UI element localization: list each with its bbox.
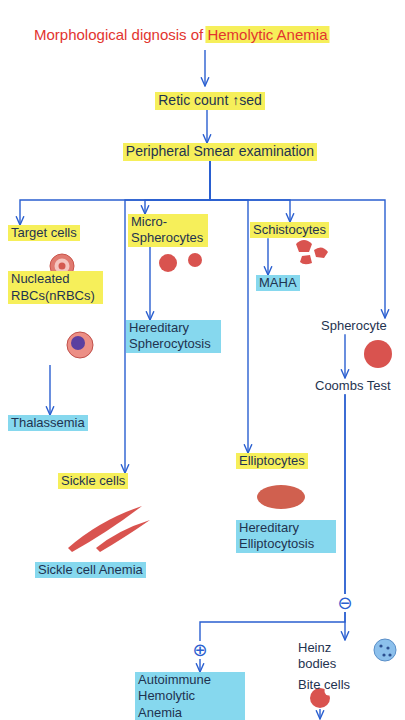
cell-type-box: Heinz bodiesBite cells — [295, 640, 375, 700]
flow-connector — [210, 161, 248, 454]
cell-type-box: Hereditary Spherocytosis — [126, 320, 221, 353]
heinz-dot — [388, 653, 391, 656]
schistocyte-fragments — [296, 240, 328, 264]
flow-connector — [267, 238, 268, 275]
diagram-title: Morphological dignosis of Hemolytic Anem… — [34, 26, 327, 43]
fragment — [296, 240, 312, 252]
node-text: Nucleated RBCs(nRBCs) — [8, 271, 103, 304]
flow-connector — [49, 365, 50, 415]
edge-label: ⊖ — [337, 594, 352, 612]
node-text: Target cells — [8, 225, 80, 241]
cell-center — [59, 263, 66, 270]
flow-connector — [149, 247, 150, 321]
node-text: Heinz bodies — [295, 640, 375, 673]
flow-connector — [200, 394, 345, 672]
microspherocyte — [188, 253, 202, 267]
cell-type-box: Autoimmune Hemolytic Anemia — [135, 672, 245, 720]
elliptocyte-cell — [257, 485, 305, 509]
node-text: Sickle cells — [58, 473, 128, 489]
node-text: Elliptocytes — [236, 453, 308, 469]
node-text: Hereditary Elliptocytosis — [236, 520, 336, 553]
flow-connector — [206, 110, 207, 144]
cell-type-box: Spherocyte — [318, 318, 398, 334]
flow-connector — [210, 161, 290, 223]
cell-type-box: Retic count ↑sed — [150, 92, 270, 110]
node-text: Thalassemia — [8, 415, 88, 431]
fragment — [300, 255, 312, 264]
node-text: Hereditary Spherocytosis — [126, 320, 221, 353]
node-text: Peripheral Smear examination — [123, 143, 317, 161]
microspherocyte — [159, 254, 177, 272]
edge-label: ⊕ — [192, 641, 207, 659]
cell-body — [374, 639, 396, 661]
cell-nucleus — [71, 336, 85, 350]
node-text: Bite cells — [295, 677, 353, 693]
heinz-dot — [379, 644, 382, 647]
flow-arrow — [204, 50, 205, 86]
node-text: Micro-Spherocytes — [128, 214, 208, 247]
flow-connector — [145, 161, 210, 215]
cell-type-box: MAHA — [256, 275, 306, 291]
microspherocyte-cells — [159, 253, 202, 272]
heinz-body-cell — [374, 639, 396, 661]
node-text: MAHA — [256, 275, 300, 291]
cell-type-box: Hereditary Elliptocytosis — [236, 520, 336, 553]
node-text: Schistocytes — [250, 222, 329, 238]
nucleated-rbc — [67, 332, 93, 358]
cell-type-box: Elliptocytes — [236, 453, 326, 469]
flow-arrow — [319, 709, 320, 719]
flow-connector — [344, 334, 345, 378]
cell-body — [67, 332, 93, 358]
node-text: Retic count ↑sed — [155, 92, 265, 110]
node-text: Spherocyte — [318, 318, 390, 334]
cell-type-box: Schistocytes — [250, 222, 335, 238]
node-text: Coombs Test — [312, 378, 394, 394]
flow-connector — [210, 161, 385, 319]
cell-type-box: Sickle cell Anemia — [35, 562, 175, 578]
fragment — [314, 247, 328, 258]
spherocyte-cell — [364, 340, 392, 368]
cell-type-box: Sickle cells — [58, 473, 148, 489]
sickle-cells — [68, 506, 150, 552]
flow-connector — [125, 161, 210, 474]
node-text: Autoimmune Hemolytic Anemia — [135, 672, 245, 720]
sickle-shape — [96, 520, 150, 552]
heinz-dot — [382, 653, 385, 656]
cell-type-box: Peripheral Smear examination — [105, 143, 335, 161]
cell-type-box: Thalassemia — [8, 415, 103, 431]
cell-type-box: Micro-Spherocytes — [128, 214, 208, 247]
cell-type-box: Coombs Test — [312, 378, 402, 394]
heinz-dot — [386, 646, 389, 649]
node-text: Sickle cell Anemia — [35, 562, 146, 578]
cell-type-box: Target cellsNucleated RBCs(nRBCs) — [8, 225, 103, 365]
